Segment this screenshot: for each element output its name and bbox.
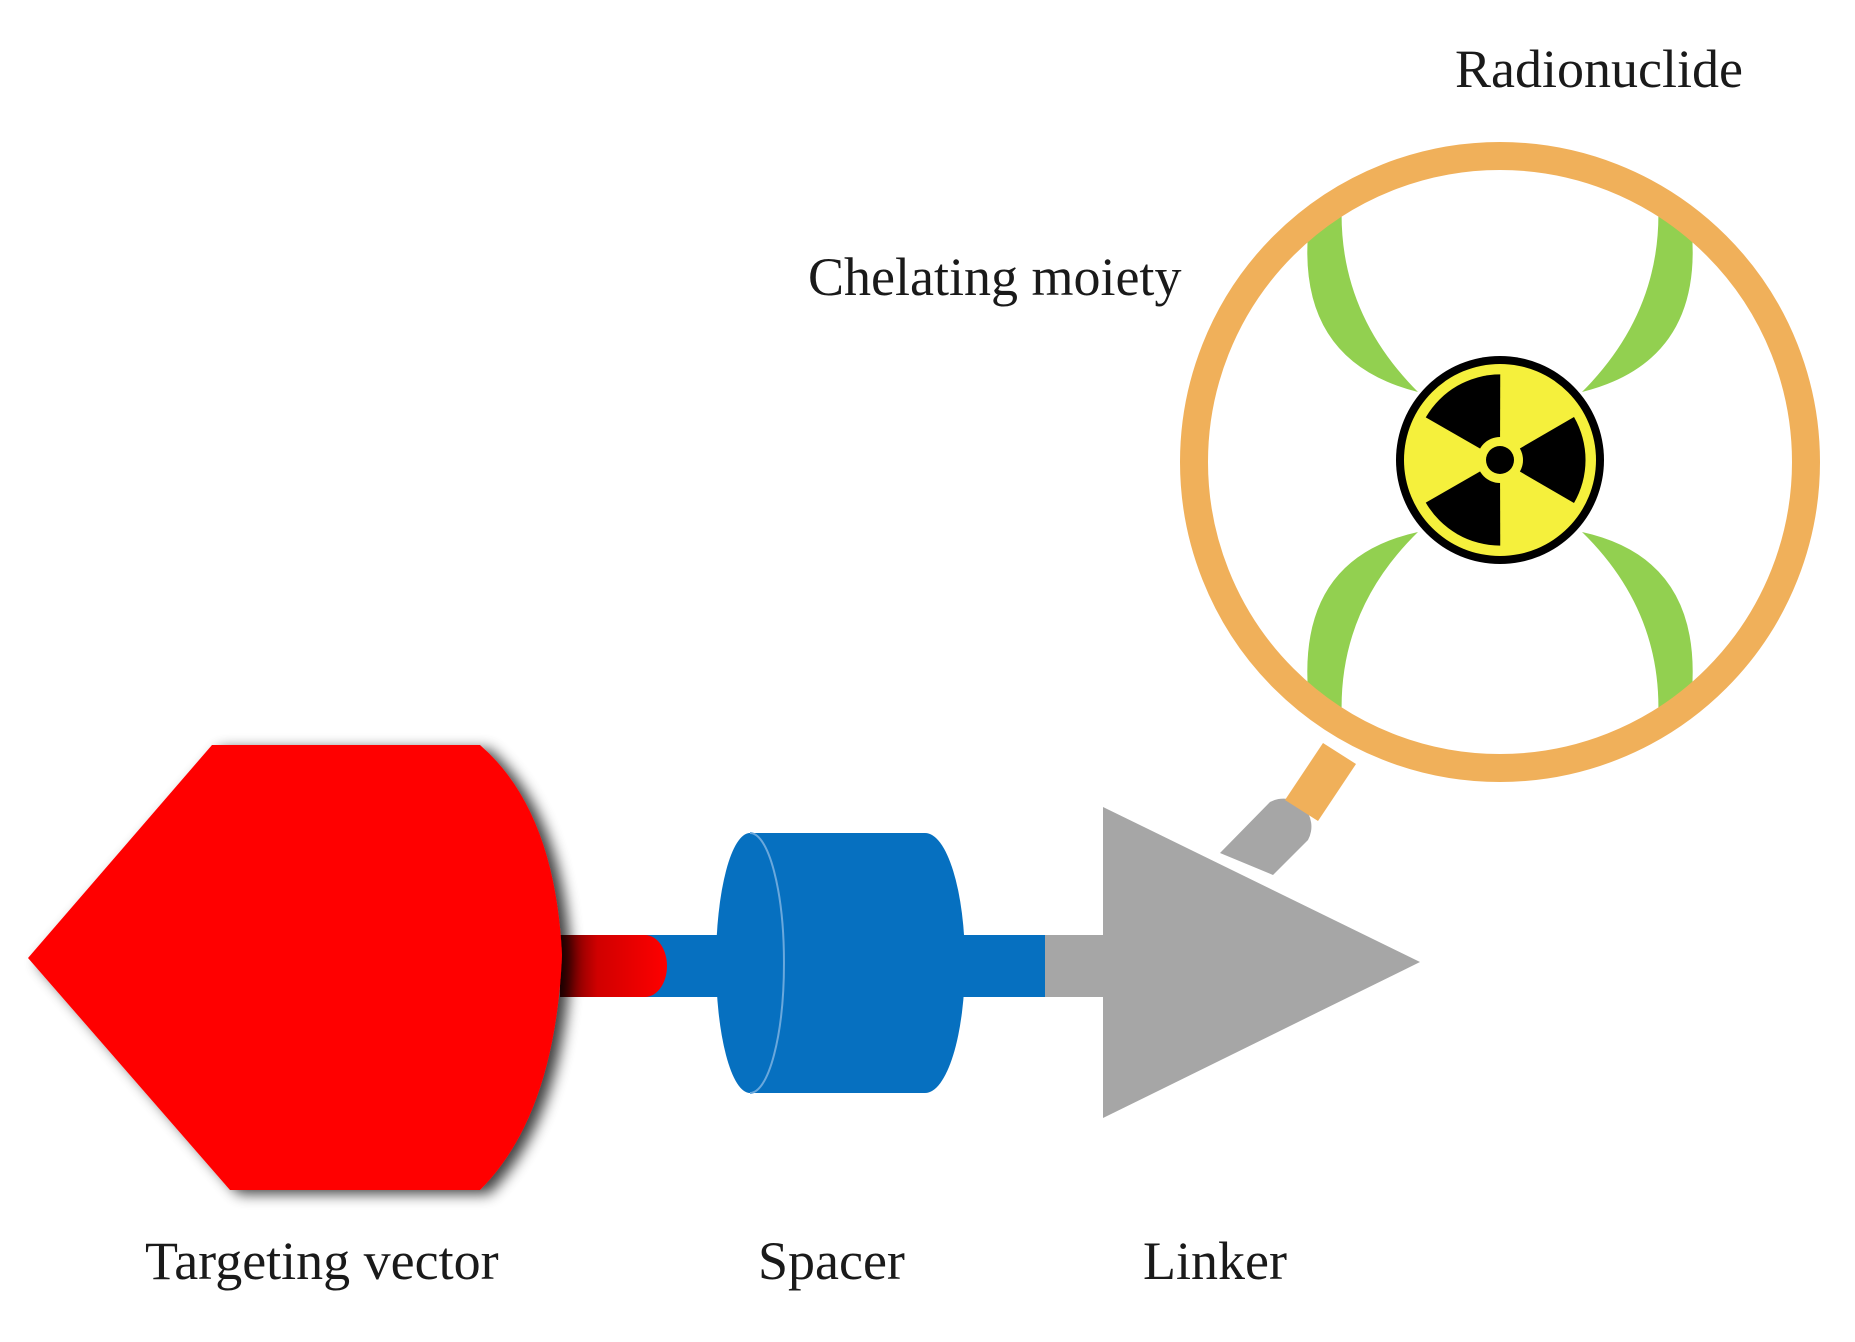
targeting-vector-shape bbox=[28, 745, 562, 1190]
linker-shape bbox=[1045, 798, 1420, 1118]
spacer-cylinder bbox=[716, 832, 965, 1094]
targeting-vector-label: Targeting vector bbox=[145, 1231, 499, 1291]
radiation-trefoil-icon bbox=[1396, 356, 1604, 564]
linker-label: Linker bbox=[1143, 1231, 1287, 1291]
chelating-arms bbox=[1307, 200, 1693, 722]
radionuclide-label: Radionuclide bbox=[1455, 39, 1743, 99]
ring-stem bbox=[1285, 743, 1356, 821]
chelating-moiety-label: Chelating moiety bbox=[808, 247, 1182, 307]
spacer-label: Spacer bbox=[758, 1231, 905, 1291]
targeting-vector-stick bbox=[560, 935, 667, 997]
